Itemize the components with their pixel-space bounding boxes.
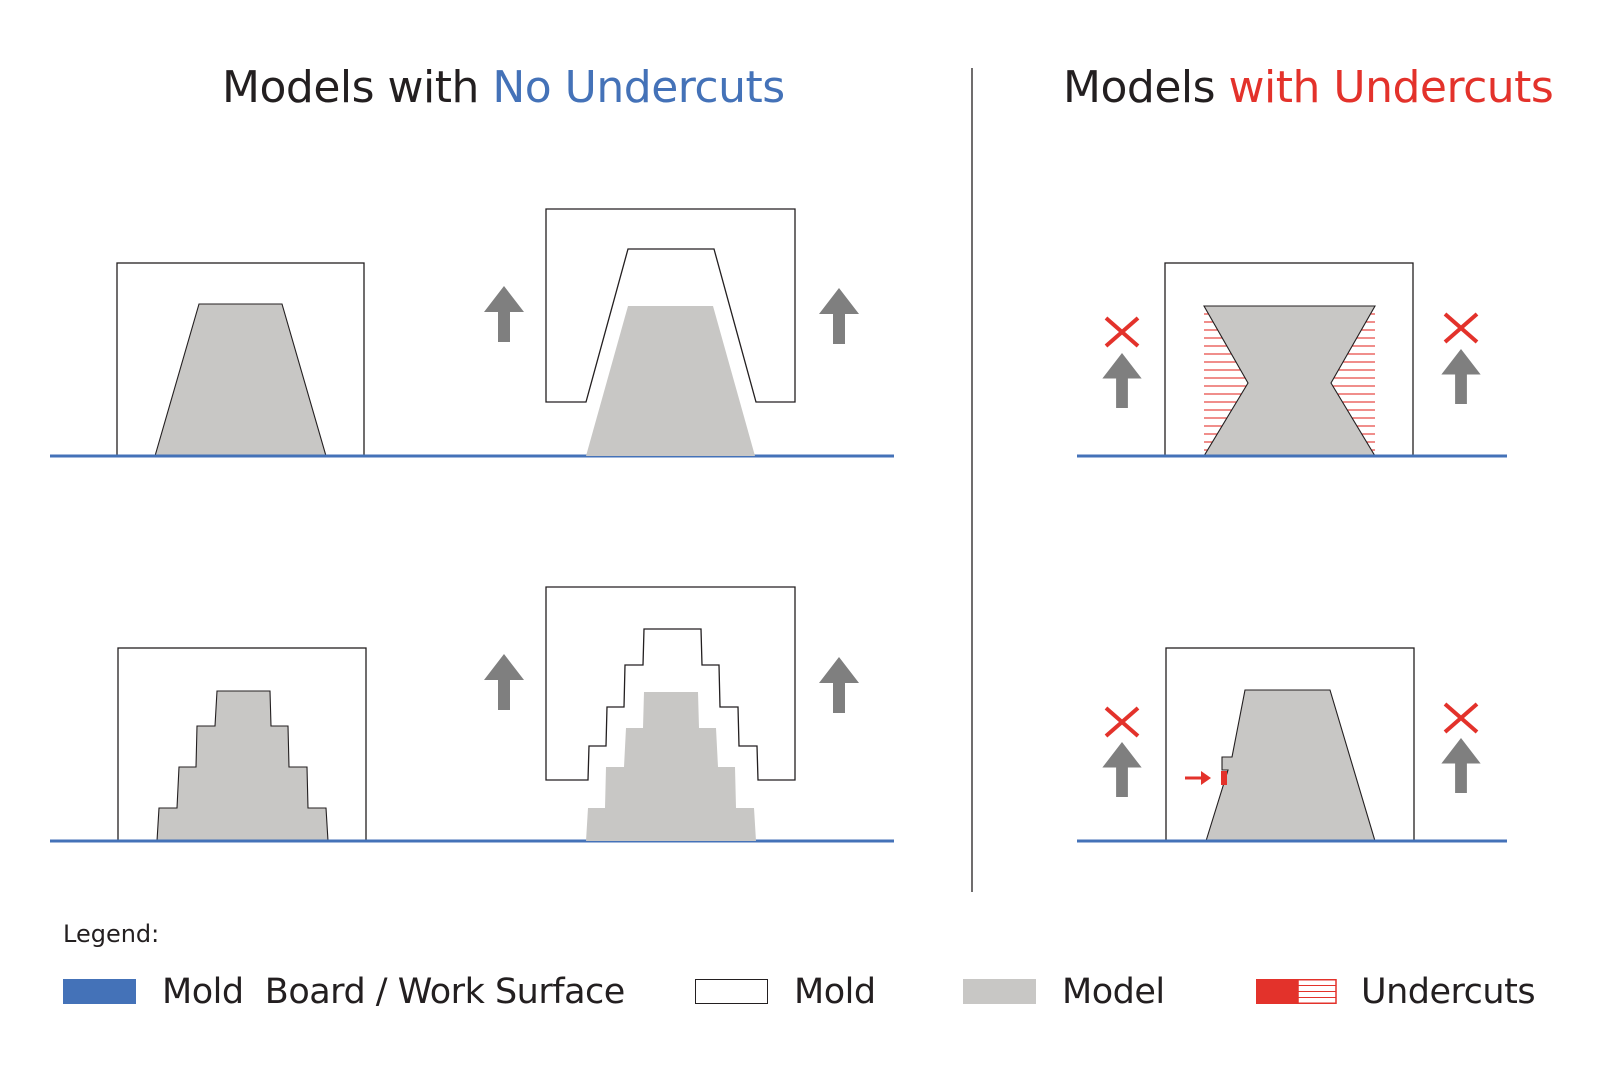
undercut-hourglass-in-mold	[1077, 262, 1507, 458]
blocked-x-icon	[1445, 314, 1477, 342]
swatch-undercuts	[1256, 979, 1337, 1004]
model-stepped	[586, 692, 756, 841]
title-with-undercuts-prefix: Models	[1063, 62, 1229, 113]
up-arrow-icon	[819, 288, 859, 344]
title-with-undercuts: Models with Undercuts	[1063, 62, 1554, 113]
mold-shell	[545, 208, 796, 403]
undercut-region-left	[1204, 306, 1248, 456]
swatch-model	[963, 979, 1036, 1004]
title-no-undercuts-highlight: No Undercuts	[492, 62, 785, 113]
no-undercut-stepped-in-mold	[50, 647, 894, 843]
blocked-x-icon	[1445, 704, 1477, 732]
undercut-notch-in-mold	[1077, 647, 1507, 843]
legend-label-mold: Mold	[794, 972, 876, 1012]
up-arrow-icon	[1441, 738, 1481, 793]
up-arrow-icon	[484, 286, 524, 342]
title-with-undercuts-highlight: with Undercuts	[1228, 62, 1554, 113]
legend-heading: Legend:	[63, 920, 160, 948]
model-trapezoid	[586, 306, 755, 456]
no-undercut-stepped-demold	[484, 586, 859, 841]
pointer-arrow-icon	[1185, 771, 1211, 785]
up-arrow-icon	[1102, 353, 1142, 408]
swatch-mold-board	[63, 979, 136, 1004]
model-stepped	[157, 691, 328, 841]
up-arrow-icon	[1102, 742, 1142, 797]
legend-label-mold-board: Mold Board / Work Surface	[162, 972, 625, 1012]
model-trapezoid	[155, 304, 326, 456]
title-no-undercuts: Models with No Undercuts	[222, 62, 785, 113]
title-no-undercuts-prefix: Models with	[222, 62, 493, 113]
blocked-x-icon	[1106, 318, 1138, 346]
legend-label-model: Model	[1062, 972, 1165, 1012]
legend-label-undercuts: Undercuts	[1361, 972, 1536, 1012]
undercut-region-right	[1331, 306, 1375, 456]
model-trapezoid-notched	[1205, 689, 1376, 842]
swatch-mold	[695, 979, 768, 1004]
up-arrow-icon	[819, 657, 859, 713]
no-undercut-trapezoid-in-mold	[50, 262, 894, 458]
up-arrow-icon	[484, 654, 524, 710]
blocked-x-icon	[1106, 708, 1138, 736]
mold-shell	[545, 586, 796, 781]
no-undercut-trapezoid-demold	[484, 208, 859, 456]
up-arrow-icon	[1441, 349, 1481, 404]
undercut-notch	[1221, 771, 1227, 785]
